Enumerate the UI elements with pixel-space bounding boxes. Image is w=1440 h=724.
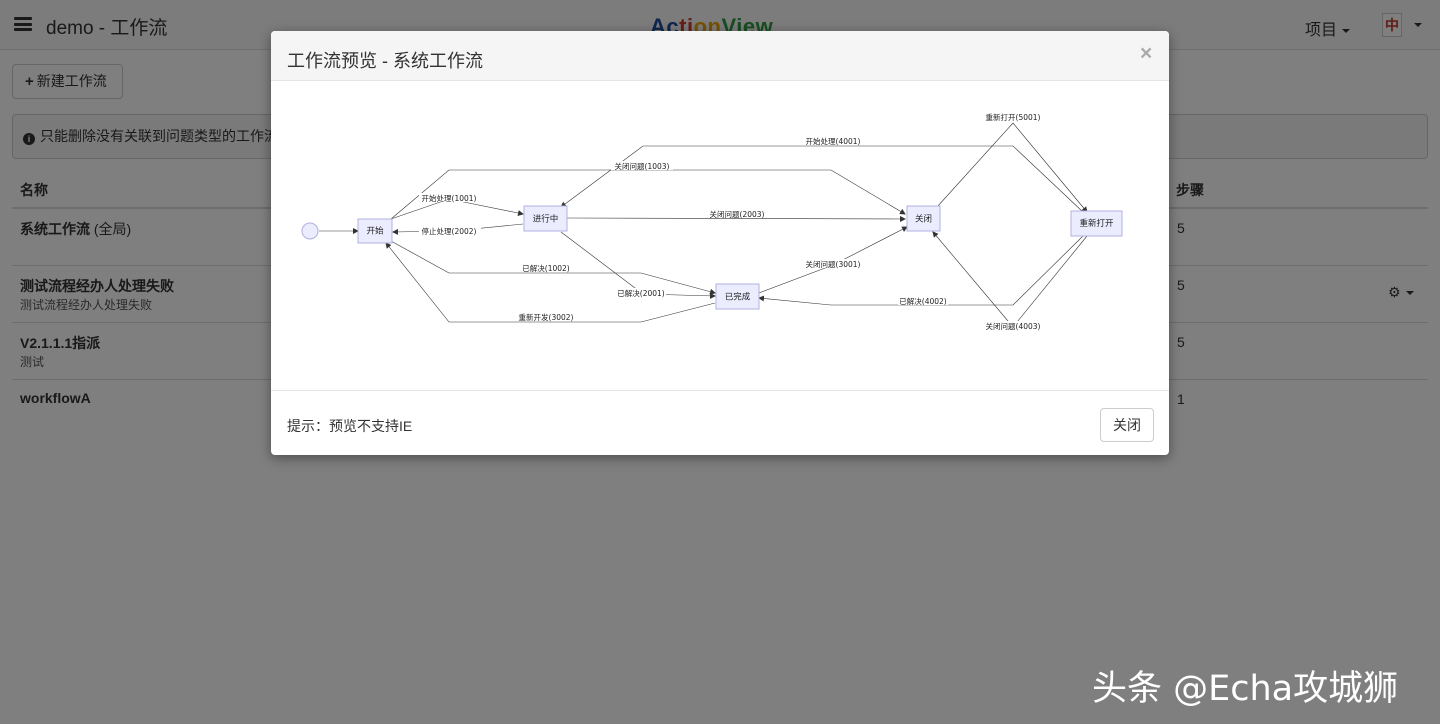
edge-2003	[566, 215, 906, 222]
modal-body: 开始处理(1001) 停止处理(2002) 关闭问题(1003) 开始处理(40…	[271, 81, 1169, 391]
node-start-box	[357, 218, 393, 244]
edge-label-1001: 开始处理(1001)	[422, 193, 477, 203]
edge-label-bg	[611, 161, 673, 170]
edge-4002	[758, 235, 1084, 306]
edge-label-bg	[616, 288, 666, 297]
edge-label-bg	[419, 226, 481, 235]
node-reopened-box	[1070, 210, 1123, 237]
preview-hint: 提示：预览不支持IE	[287, 418, 413, 434]
edge-label-bg	[983, 112, 1045, 121]
edge-label-1003: 关闭问题(1003)	[615, 161, 670, 171]
close-icon[interactable]: ×	[1140, 42, 1153, 65]
edge-label-bg	[983, 321, 1045, 330]
modal-header: 工作流预览 - 系统工作流 ×	[271, 31, 1169, 81]
node-in-progress: 进行中	[533, 214, 559, 225]
node-start: 开始	[366, 226, 384, 237]
edge-label-bg	[521, 263, 571, 272]
edge-label-5001: 重新打开(5001)	[986, 112, 1041, 122]
edge-label-3002: 重新开发(3002)	[519, 312, 574, 322]
edge-label-bg	[898, 296, 948, 305]
workflow-diagram: 开始处理(1001) 停止处理(2002) 关闭问题(1003) 开始处理(40…	[301, 112, 1123, 331]
node-reopened: 重新打开	[1079, 218, 1114, 229]
edge-5001	[936, 122, 1088, 213]
node-in-progress-box	[523, 205, 568, 232]
edge-label-4002: 已解决(4002)	[899, 296, 947, 306]
edge-3002	[385, 242, 716, 323]
edge-2001	[560, 231, 716, 299]
edge-4003	[932, 231, 1088, 328]
modal-footer: 提示：预览不支持IE 关闭	[271, 390, 1169, 455]
watermark-text: 头条 @Echa攻城狮	[1092, 669, 1399, 709]
node-resolved-box	[715, 283, 760, 310]
edge-label-bg	[419, 193, 481, 202]
node-resolved: 已完成	[725, 292, 751, 303]
edge-label-4003: 关闭问题(4003)	[986, 321, 1041, 331]
node-closed: 关闭	[915, 214, 932, 225]
edge-label-bg	[802, 136, 864, 145]
edge-label-1002: 已解决(1002)	[522, 263, 570, 273]
edge-label-bg	[515, 312, 577, 321]
edge-label-2003: 关闭问题(2003)	[710, 209, 765, 219]
close-button[interactable]: 关闭	[1100, 408, 1154, 442]
edge-label-bg	[707, 209, 769, 218]
workflow-preview-modal: 工作流预览 - 系统工作流 × 开始处理(	[271, 31, 1169, 455]
node-closed-box	[906, 205, 941, 232]
edge-label-4001: 开始处理(4001)	[806, 136, 861, 146]
edge-4001	[560, 145, 1084, 213]
edge-label-2002: 停止处理(2002)	[422, 226, 477, 236]
edge-label-3001: 关闭问题(3001)	[806, 259, 861, 269]
edge-label-2001: 已解决(2001)	[617, 288, 665, 298]
initial-node	[301, 222, 319, 240]
edge-label-bg	[803, 259, 865, 268]
modal-title: 工作流预览 - 系统工作流	[287, 51, 483, 71]
edge-1002	[390, 240, 716, 295]
